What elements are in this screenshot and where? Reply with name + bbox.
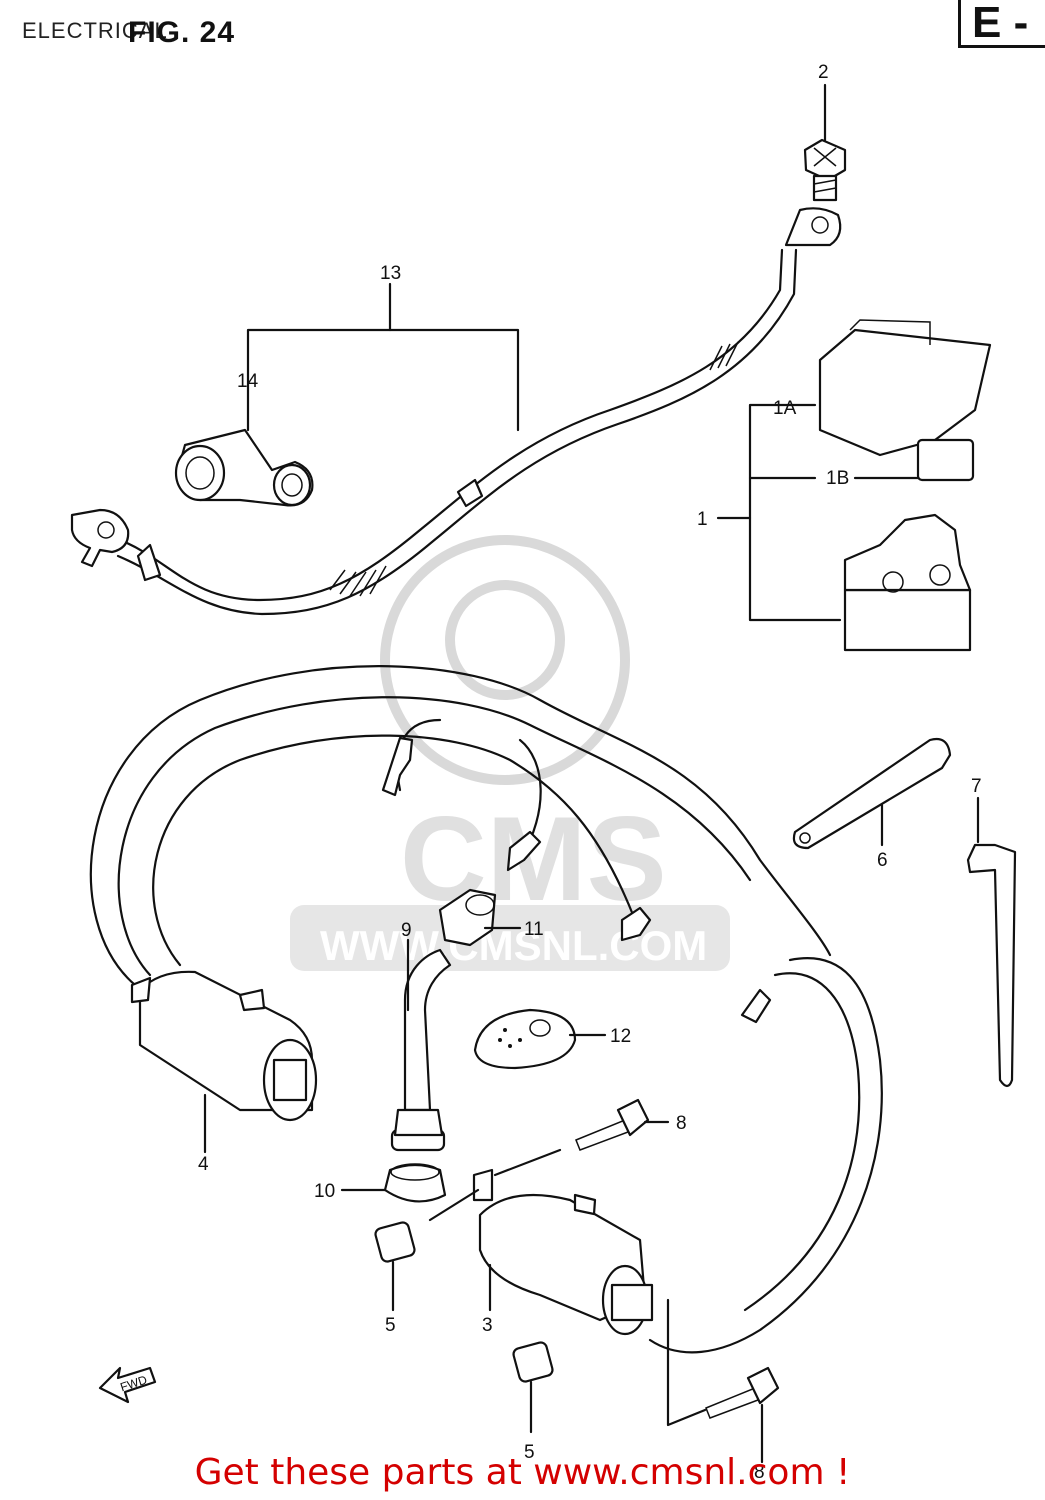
callout-8-lower: 8 — [754, 1462, 765, 1483]
part-6-bracket — [792, 737, 952, 850]
watermark-logo-text: CMS — [400, 792, 667, 926]
part-1-starter-relay — [818, 319, 992, 652]
part-3-ignition-coil — [428, 1148, 654, 1336]
part-5-collar-lower — [512, 1341, 554, 1434]
part-8-bolt-upper — [575, 1098, 670, 1151]
part-10-seal — [383, 1163, 447, 1203]
callout-1b: 1B — [826, 468, 849, 489]
part-13-battery-cable — [70, 207, 842, 616]
callout-1: 1 — [697, 509, 708, 530]
callout-12: 12 — [610, 1026, 631, 1047]
callout-11: 11 — [524, 919, 544, 940]
callout-13: 13 — [380, 263, 401, 284]
ignition-wires — [89, 665, 883, 1354]
part-12-cover — [473, 1008, 577, 1070]
callout-8-upper: 8 — [676, 1113, 687, 1134]
promo-banner[interactable]: Get these parts at www.cmsnl.com ! — [194, 1452, 851, 1493]
part-11-grommet — [438, 888, 497, 947]
part-14-terminal-cover — [174, 428, 314, 507]
callout-5-upper: 5 — [385, 1315, 396, 1336]
figure-number: FIG. 24 — [128, 16, 236, 49]
callout-3: 3 — [482, 1315, 493, 1336]
callout-10: 10 — [314, 1181, 335, 1202]
callout-5-lower: 5 — [524, 1442, 535, 1463]
callout-14: 14 — [237, 371, 259, 392]
part-9-plug-cap — [390, 948, 452, 1152]
callout-4: 4 — [198, 1154, 209, 1175]
callout-7: 7 — [971, 776, 982, 797]
fwd-arrow-icon: FWD — [98, 1366, 157, 1404]
callout-bracket-1 — [748, 403, 842, 622]
part-7-clamp — [966, 796, 1017, 1088]
diagram-title: ELECTRICAL — [22, 18, 168, 43]
part-2-bolt — [803, 83, 847, 202]
callout-9: 9 — [401, 920, 412, 941]
part-5-collar-upper — [374, 1221, 416, 1312]
callout-2: 2 — [818, 62, 829, 83]
part-8-bolt-lower — [666, 1298, 780, 1464]
part-4-ignition-coil — [130, 970, 318, 1122]
callout-1a: 1A — [773, 398, 797, 419]
section-code-box — [958, 0, 1045, 48]
callout-6: 6 — [877, 850, 888, 871]
section-code: E - — [972, 0, 1029, 47]
callout-bracket-13 — [246, 328, 520, 432]
watermark-logo: CMS WWW.CMSNL.COM — [290, 535, 730, 971]
